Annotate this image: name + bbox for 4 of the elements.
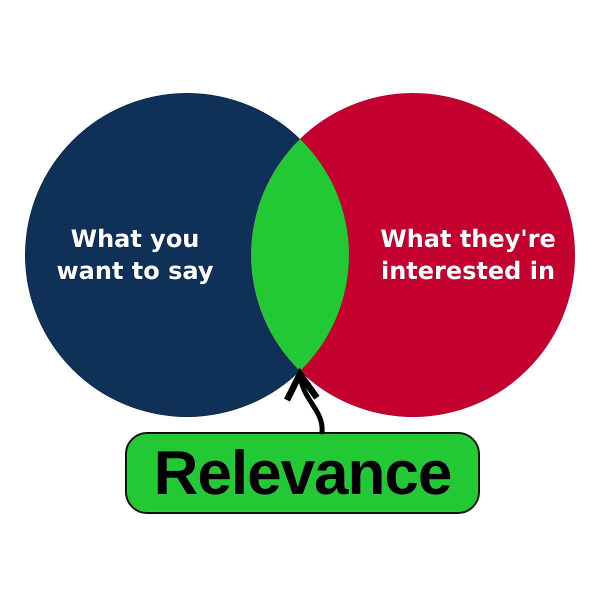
callout-label: Relevance: [125, 432, 480, 514]
circle-label: What they're interested in: [379, 224, 557, 287]
curved-arrow: [285, 370, 325, 434]
circle-label: What you want to say: [56, 224, 214, 287]
